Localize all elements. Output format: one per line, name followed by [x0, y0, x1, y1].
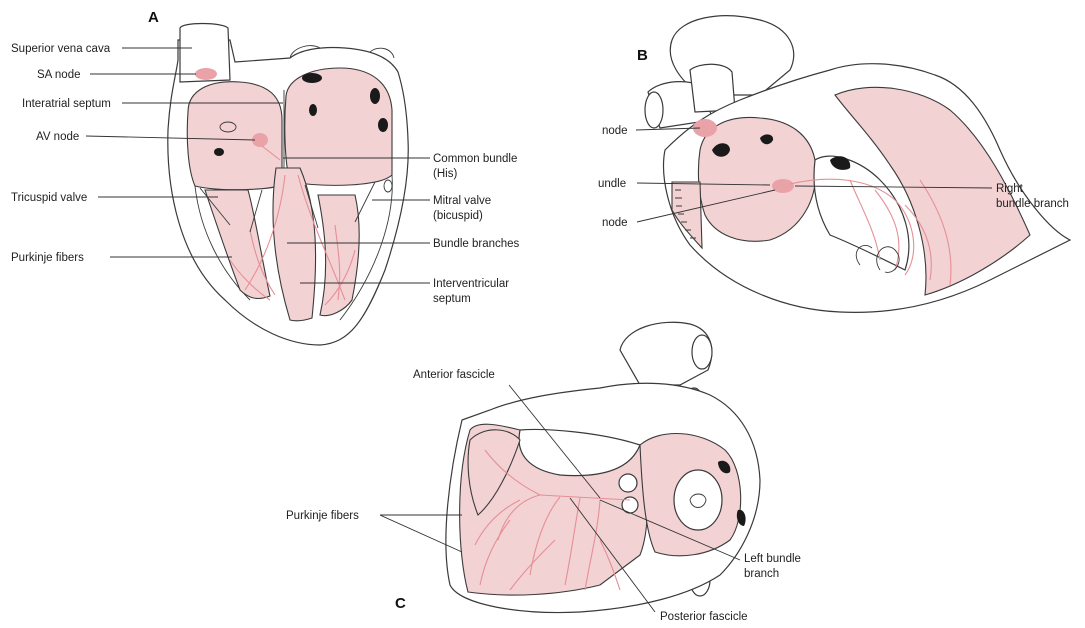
label-left-bundle: Left bundle — [744, 553, 801, 565]
b-node-bottom-marker — [772, 179, 794, 193]
label-b-node-top: node — [602, 125, 628, 137]
label-posterior-fascicle: Posterior fascicle — [660, 611, 748, 623]
sa-node-marker — [195, 68, 217, 80]
label-purkinje-fibers-c: Purkinje fibers — [286, 510, 359, 522]
label-bundle-branches: Bundle branches — [433, 238, 520, 250]
label-common-bundle: Common bundle — [433, 153, 517, 165]
label-b-node-bottom: node — [602, 217, 628, 229]
label-purkinje-fibers-a: Purkinje fibers — [11, 252, 84, 264]
label-b-undle: undle — [598, 178, 626, 190]
label-av-node: AV node — [36, 131, 79, 143]
label-right-bundle: Right — [996, 183, 1024, 195]
label-interventricular-septum: septum — [433, 293, 471, 305]
label-interatrial-septum: Interatrial septum — [22, 98, 111, 110]
panel-a-right-atrium — [187, 82, 282, 190]
label-right-bundle-branch: bundle branch — [996, 198, 1069, 210]
panel-a: A — [11, 9, 520, 345]
label-anterior-fascicle: Anterior fascicle — [413, 369, 495, 381]
label-mitral-valve: Mitral valve — [433, 195, 491, 207]
label-mitral-valve-bicuspid: (bicuspid) — [433, 210, 483, 222]
label-left-bundle-branch: branch — [744, 568, 779, 580]
label-tricuspid-valve: Tricuspid valve — [11, 192, 87, 204]
panel-c-vessel-1 — [692, 335, 712, 369]
panel-a-left-atrium — [285, 68, 392, 185]
label-interventricular: Interventricular — [433, 278, 509, 290]
panel-b-letter: B — [637, 47, 648, 64]
label-superior-vena-cava: Superior vena cava — [11, 43, 111, 55]
label-sa-node: SA node — [37, 69, 80, 81]
label-common-bundle-his: (His) — [433, 168, 457, 180]
panel-c-letter: C — [395, 595, 406, 612]
panel-c: C — [286, 322, 801, 623]
panel-a-letter: A — [148, 9, 159, 26]
panel-b: B n — [598, 16, 1070, 313]
